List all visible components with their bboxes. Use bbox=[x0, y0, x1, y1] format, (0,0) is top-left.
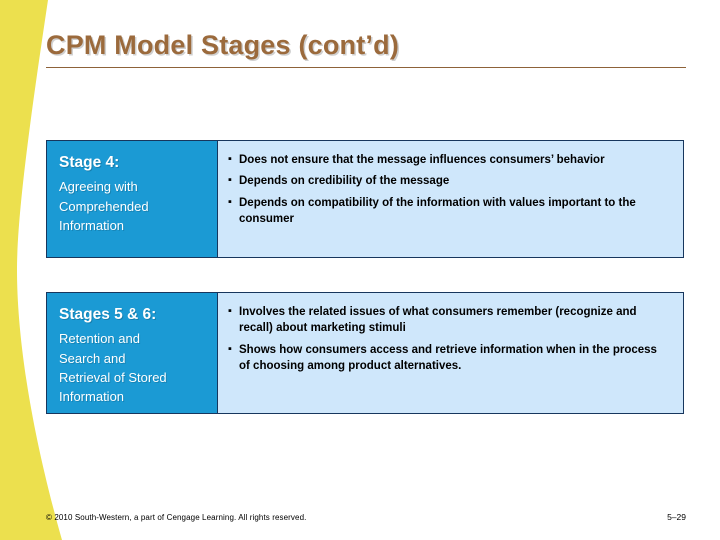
stage-box-2-subline-1: Retention and bbox=[59, 331, 140, 347]
bullet-icon: ▪ bbox=[228, 195, 232, 208]
list-item: ▪ Involves the related issues of what co… bbox=[228, 304, 669, 337]
stage-box-2-content-panel: ▪ Involves the related issues of what co… bbox=[218, 293, 683, 413]
bullet-icon: ▪ bbox=[228, 305, 232, 317]
stage-box-1-label-panel: Stage 4: Agreeing with Comprehended Info… bbox=[47, 141, 218, 257]
stage-box-1: Stage 4: Agreeing with Comprehended Info… bbox=[46, 140, 684, 258]
page-title: CPM Model Stages (cont’d) bbox=[46, 30, 400, 60]
bullet-icon: ▪ bbox=[228, 153, 232, 165]
stage-box-2: Stages 5 & 6: Retention and Search and R… bbox=[46, 292, 684, 414]
bullet-icon: ▪ bbox=[228, 174, 232, 187]
list-item-text: Involves the related issues of what cons… bbox=[239, 306, 637, 335]
stage-box-1-heading: Stage 4: bbox=[59, 154, 120, 171]
page-number: 5–29 bbox=[667, 512, 686, 522]
stage-box-2-subline-2: Search and bbox=[59, 350, 126, 366]
stage-box-2-subline-3: Retrieval of Stored bbox=[59, 369, 167, 385]
list-item: ▪ Depends on credibility of the message bbox=[228, 173, 669, 189]
title-block: CPM Model Stages (cont’d) bbox=[46, 30, 686, 68]
stage-box-2-subline-4: Information bbox=[59, 389, 125, 405]
list-item-text: Does not ensure that the message influen… bbox=[239, 154, 605, 166]
bullet-icon: ▪ bbox=[228, 342, 232, 355]
stage-box-1-subline-1: Agreeing with bbox=[59, 179, 138, 195]
stage-box-1-content-panel: ▪ Does not ensure that the message influ… bbox=[218, 141, 683, 257]
stage-box-2-label-panel: Stages 5 & 6: Retention and Search and R… bbox=[47, 293, 218, 413]
footer: © 2010 South-Western, a part of Cengage … bbox=[46, 512, 686, 522]
copyright-notice: © 2010 South-Western, a part of Cengage … bbox=[46, 513, 307, 522]
decorative-yellow-shape bbox=[0, 0, 62, 540]
list-item: ▪ Shows how consumers access and retriev… bbox=[228, 342, 669, 375]
list-item-text: Shows how consumers access and retrieve … bbox=[239, 343, 657, 372]
list-item-text: Depends on compatibility of the informat… bbox=[239, 196, 636, 225]
stage-box-2-heading: Stages 5 & 6: bbox=[59, 306, 157, 323]
list-item: ▪ Does not ensure that the message influ… bbox=[228, 152, 669, 168]
stage-box-1-subline-2: Comprehended bbox=[59, 198, 149, 214]
stage-box-1-subline-3: Information bbox=[59, 217, 125, 233]
title-divider bbox=[46, 67, 686, 68]
list-item: ▪ Depends on compatibility of the inform… bbox=[228, 195, 669, 228]
list-item-text: Depends on credibility of the message bbox=[239, 175, 450, 188]
